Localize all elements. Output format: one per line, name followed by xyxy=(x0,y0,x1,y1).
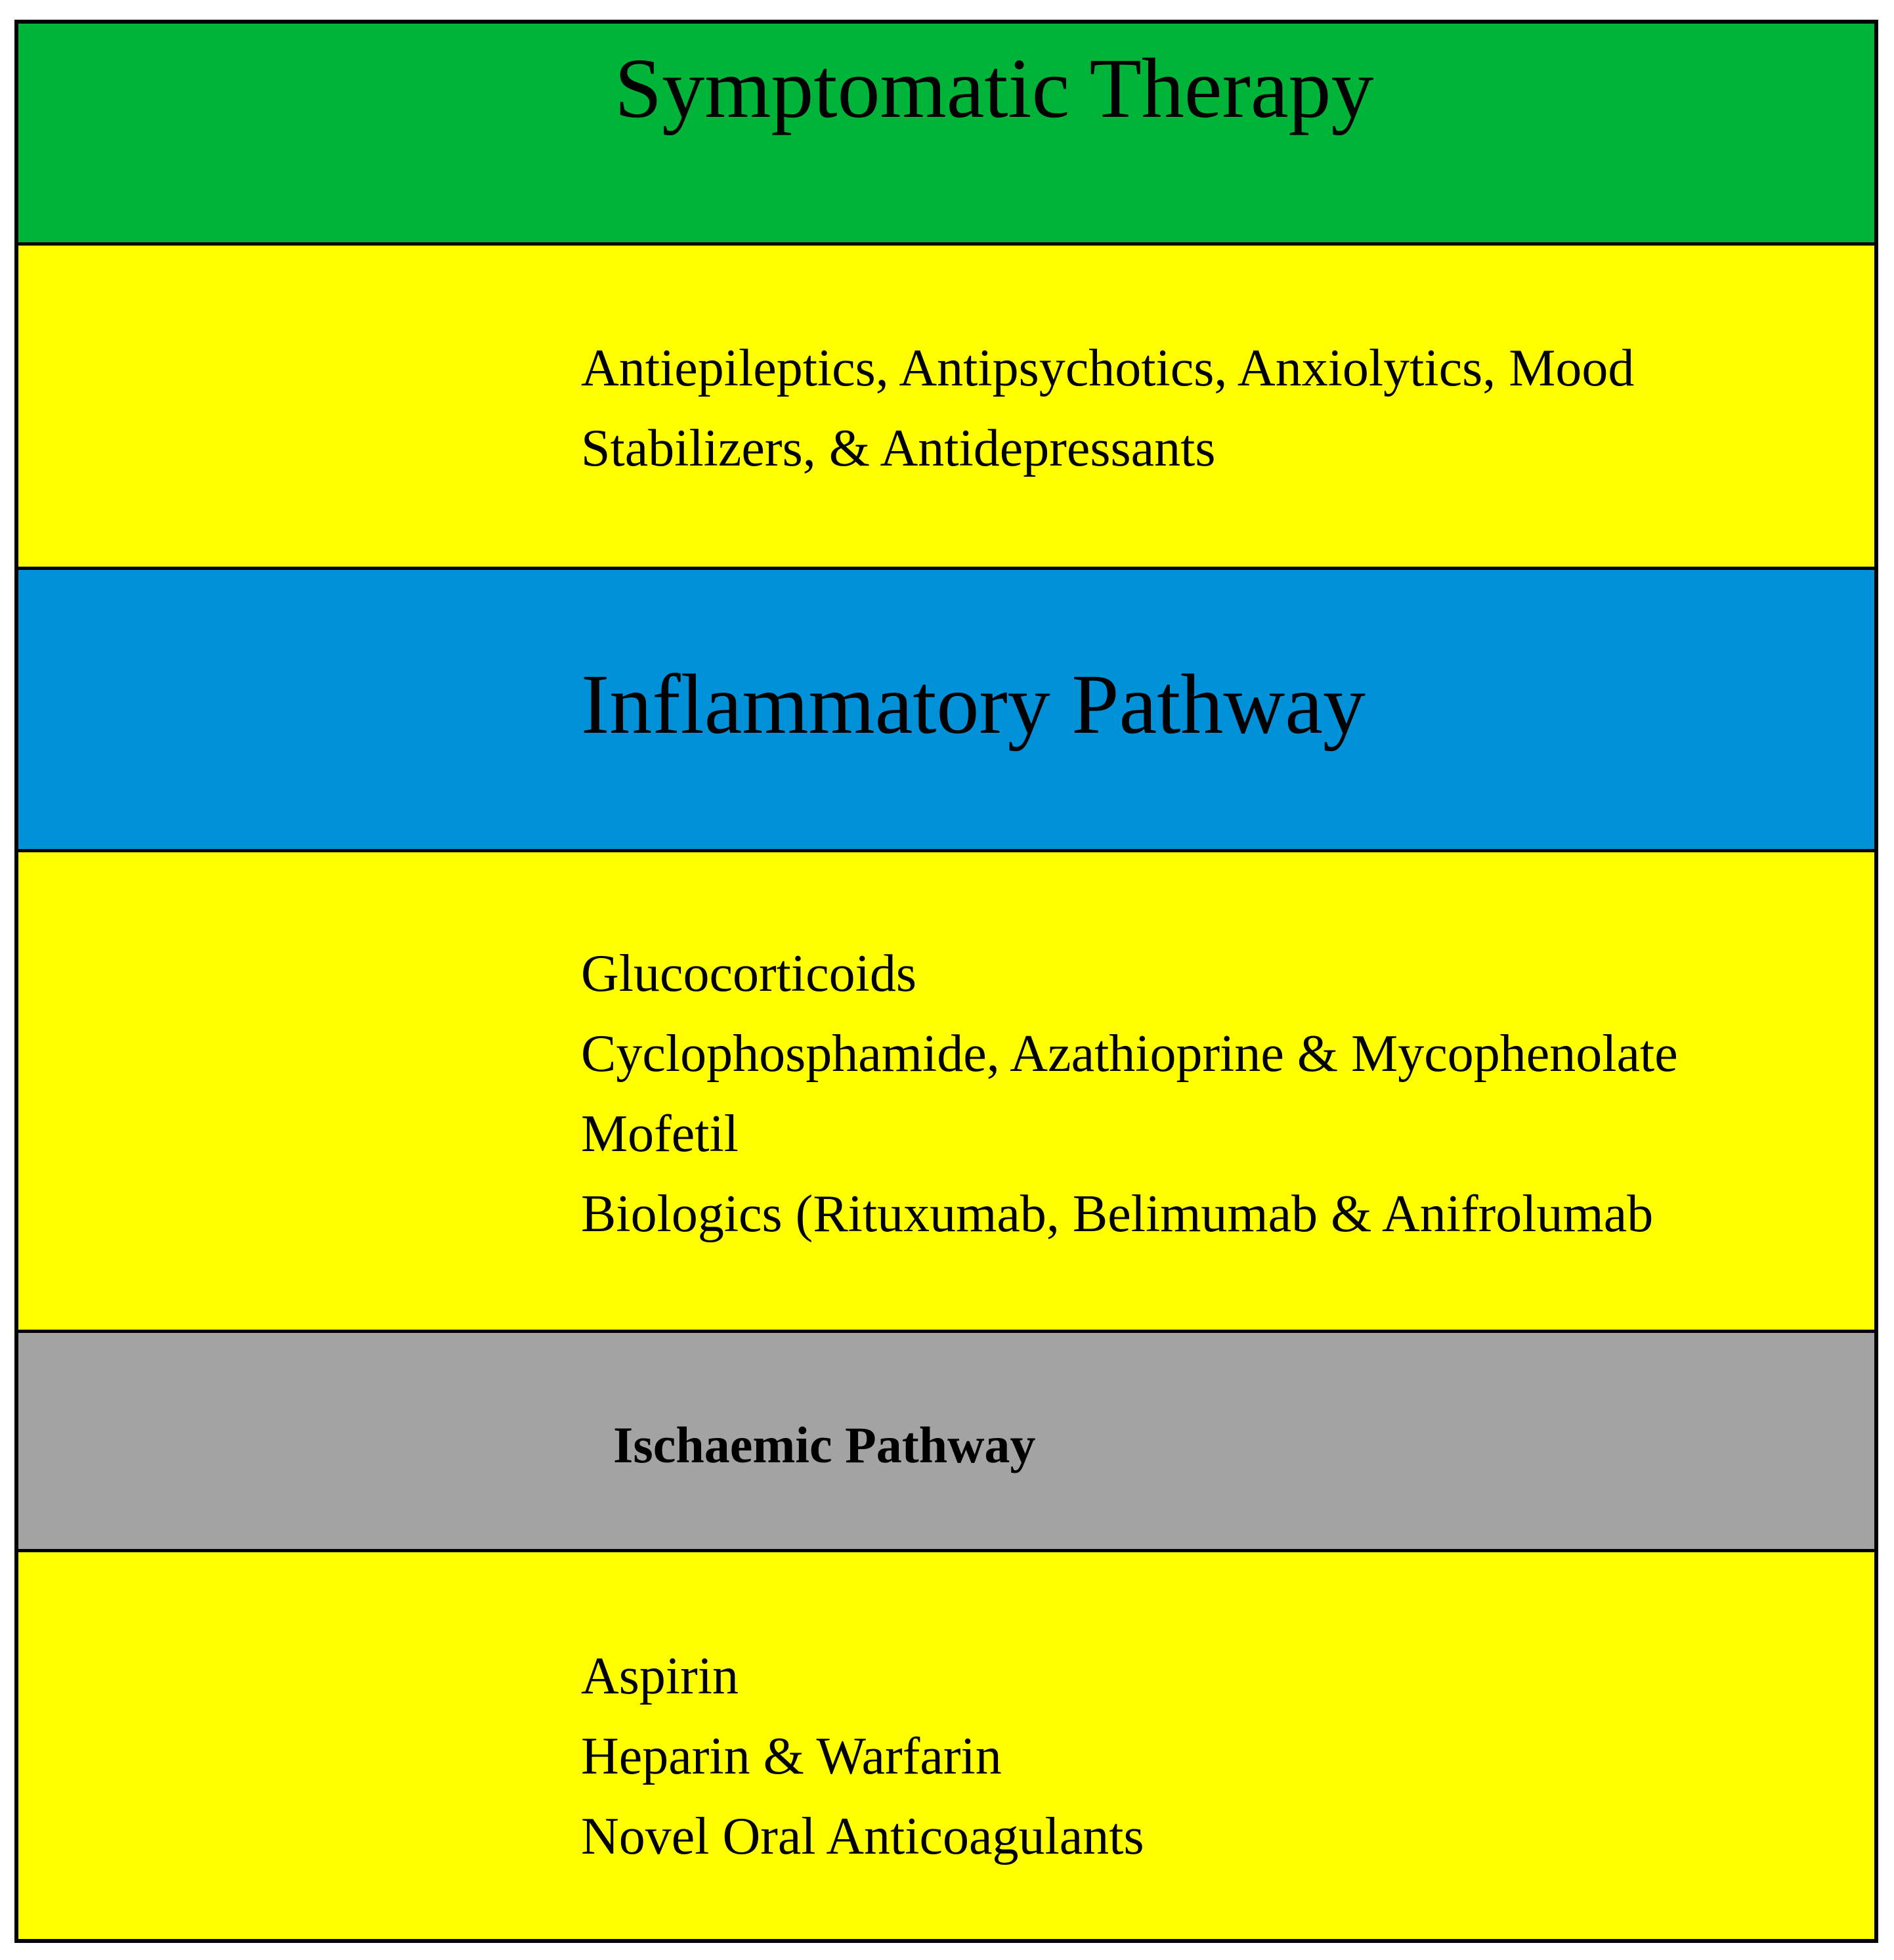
therapy-diagram-frame: Symptomatic Therapy Antiepileptics, Anti… xyxy=(14,20,1878,1943)
drug-list-item: Glucocorticoids xyxy=(581,945,916,1003)
inflammatory-pathway-drug-list: Glucocorticoids Cyclophosphamide, Azathi… xyxy=(581,934,1678,1254)
symptomatic-therapy-drug-list: Antiepileptics, Antipsychotics, Anxiolyt… xyxy=(581,328,1634,489)
drug-list-item: Stabilizers, & Antidepressants xyxy=(581,420,1216,477)
inflammatory-pathway-header: Inflammatory Pathway xyxy=(18,567,1874,849)
symptomatic-therapy-drug-panel: Antiepileptics, Antipsychotics, Anxiolyt… xyxy=(18,242,1874,567)
symptomatic-therapy-title: Symptomatic Therapy xyxy=(614,41,1374,136)
ischaemic-pathway-header: Ischaemic Pathway xyxy=(18,1330,1874,1549)
drug-list-item: Cyclophosphamide, Azathioprine & Mycophe… xyxy=(581,1025,1678,1083)
inflammatory-pathway-drug-panel: Glucocorticoids Cyclophosphamide, Azathi… xyxy=(18,849,1874,1330)
ischaemic-pathway-drug-list: Aspirin Heparin & Warfarin Novel Oral An… xyxy=(581,1636,1144,1877)
ischaemic-pathway-drug-panel: Aspirin Heparin & Warfarin Novel Oral An… xyxy=(18,1549,1874,1939)
inflammatory-pathway-title: Inflammatory Pathway xyxy=(581,657,1366,752)
drug-list-item: Mofetil xyxy=(581,1105,739,1163)
ischaemic-pathway-title: Ischaemic Pathway xyxy=(613,1416,1036,1473)
symptomatic-therapy-header: Symptomatic Therapy xyxy=(18,24,1874,242)
drug-list-item: Biologics (Rituxumab, Belimumab & Anifro… xyxy=(581,1185,1654,1243)
drug-list-item: Heparin & Warfarin xyxy=(581,1728,1002,1785)
drug-list-item: Antiepileptics, Antipsychotics, Anxiolyt… xyxy=(581,339,1635,397)
drug-list-item: Novel Oral Anticoagulants xyxy=(581,1808,1144,1865)
drug-list-item: Aspirin xyxy=(581,1647,739,1705)
